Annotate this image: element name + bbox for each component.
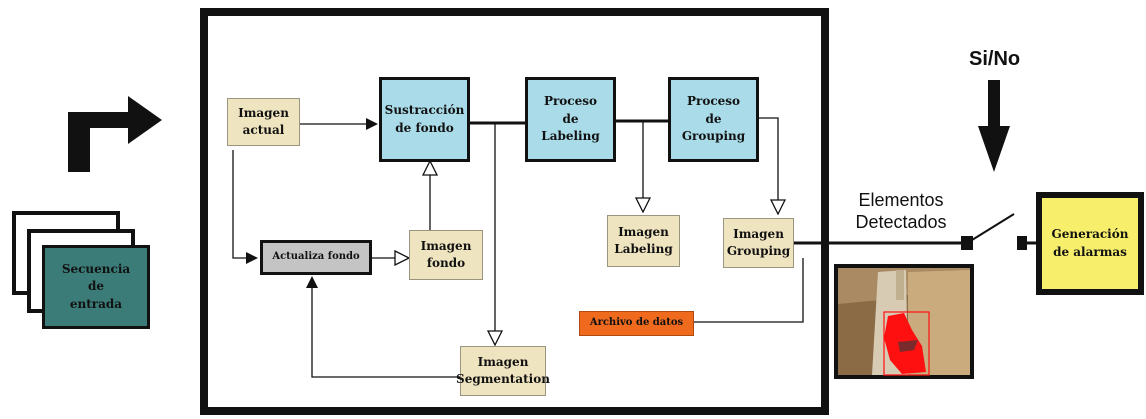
imagen-segmentation-box: Imagen Segmentation [456, 346, 550, 396]
down-arrow-icon [978, 80, 1010, 172]
connector [232, 150, 258, 264]
connector [620, 120, 643, 211]
connector [694, 258, 804, 323]
secuencia-entrada-box: Secuencia de entrada [42, 245, 150, 329]
imagen-labeling-box: Imagen Labeling [607, 215, 680, 267]
turn-right-arrow-icon [68, 96, 162, 172]
proceso-grouping-box: Proceso de Grouping [668, 77, 759, 162]
archivo-datos-box: Archivo de datos [579, 311, 694, 336]
imagen-fondo-box: Imagen fondo [409, 230, 483, 280]
generacion-alarmas-box: Generación de alarmas [1036, 192, 1144, 295]
elementos-detectados-label: Elementos Detectados [855, 190, 947, 232]
sustraccion-fondo-box: Sustracción de fondo [379, 77, 470, 162]
proceso-labeling-box: Proceso de Labeling [525, 77, 616, 162]
system-frame [200, 8, 829, 415]
imagen-grouping-box: Imagen Grouping [723, 218, 794, 268]
connector [306, 276, 460, 378]
detection-photo [834, 264, 974, 379]
imagen-actual-box: Imagen actual [227, 98, 300, 146]
switch-icon [961, 213, 1040, 250]
si-no-label: Si/No [969, 48, 1021, 70]
connector [755, 117, 778, 213]
actualiza-fondo-box: Actualiza fondo [260, 240, 372, 275]
